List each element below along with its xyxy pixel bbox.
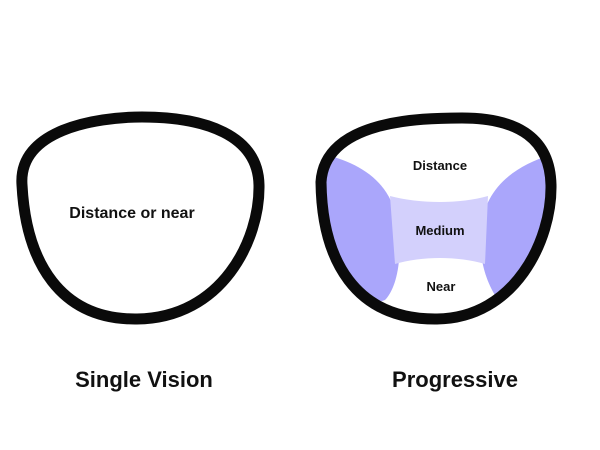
progressive-caption: Progressive: [392, 367, 518, 392]
progressive-frame: [315, 112, 557, 325]
progressive-medium-label: Medium: [415, 223, 464, 238]
single-vision-lens: Distance or near: [16, 111, 265, 325]
single-vision-zone-label: Distance or near: [69, 205, 194, 222]
progressive-lens: Distance Medium Near: [315, 112, 557, 325]
progressive-near-label: Near: [427, 279, 456, 294]
single-vision-frame: [16, 111, 265, 325]
progressive-distance-label: Distance: [413, 158, 467, 173]
single-vision-caption: Single Vision: [75, 367, 213, 392]
progressive-medium-zone: [390, 196, 488, 264]
